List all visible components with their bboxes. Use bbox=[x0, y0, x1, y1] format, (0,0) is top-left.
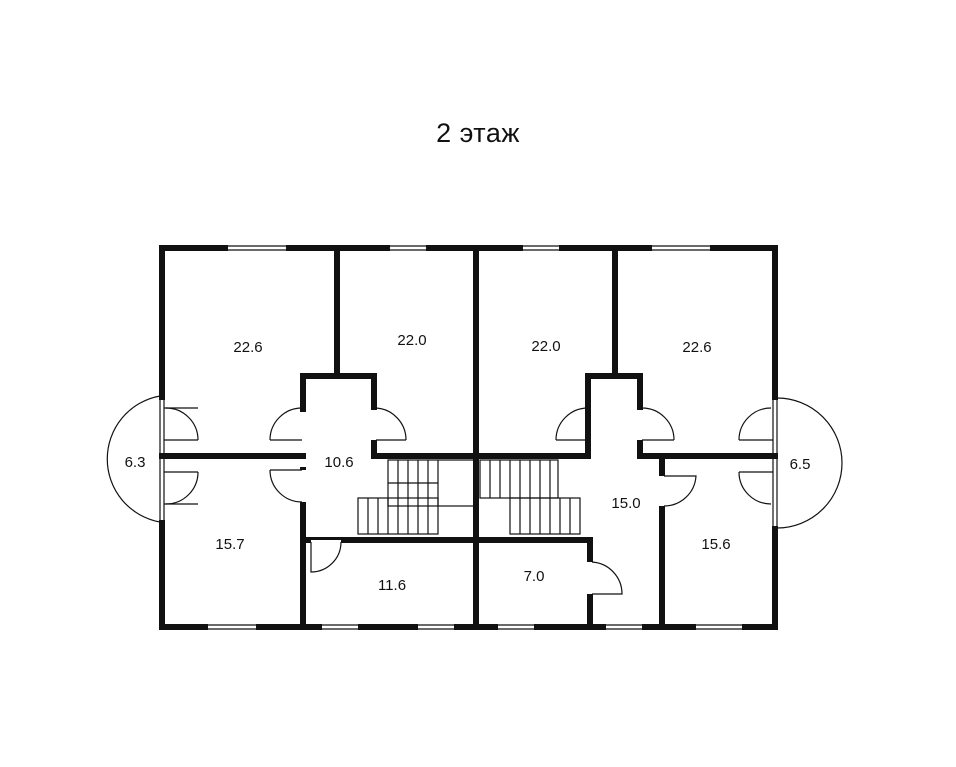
balcony-right bbox=[776, 397, 843, 529]
door-hall-room2 bbox=[370, 407, 407, 441]
door-hall-room5 bbox=[269, 469, 307, 503]
window-bottom-1 bbox=[208, 624, 256, 630]
windows bbox=[159, 245, 778, 630]
door-room8 bbox=[658, 475, 697, 507]
door-hall-room4 bbox=[636, 407, 675, 441]
room-area-label: 22.0 bbox=[531, 338, 560, 355]
balcony-opening-right bbox=[772, 400, 778, 526]
door-room7 bbox=[586, 561, 623, 595]
window-top-2 bbox=[390, 245, 426, 251]
room-area-label: 10.6 bbox=[324, 454, 353, 471]
window-top-3 bbox=[523, 245, 559, 251]
door-right-balcony-lower bbox=[738, 471, 773, 505]
room-area-label: 22.0 bbox=[397, 332, 426, 349]
balcony-opening-left bbox=[159, 400, 165, 520]
door-hall-room1 bbox=[269, 407, 307, 441]
window-top-4 bbox=[652, 245, 710, 251]
door-hall-room3 bbox=[555, 407, 589, 441]
staircase-right bbox=[479, 459, 581, 535]
room-labels: 22.6 22.0 22.0 22.6 6.3 6.5 10.6 15.7 11… bbox=[125, 332, 811, 594]
door-right-balcony-upper bbox=[738, 407, 773, 441]
window-bottom-6 bbox=[696, 624, 742, 630]
window-bottom-2 bbox=[322, 624, 358, 630]
door-room6 bbox=[310, 540, 342, 573]
window-bottom-5 bbox=[606, 624, 642, 630]
room-area-label: 22.6 bbox=[682, 339, 711, 356]
doors bbox=[164, 407, 773, 595]
room-area-label: 15.7 bbox=[215, 536, 244, 553]
room-area-label: 11.6 bbox=[378, 577, 406, 594]
staircase-left bbox=[357, 459, 475, 535]
room-area-label: 6.5 bbox=[790, 456, 811, 473]
balcony-left bbox=[106, 395, 161, 523]
window-bottom-3 bbox=[418, 624, 454, 630]
room-area-label: 6.3 bbox=[125, 454, 146, 471]
door-left-balcony-upper bbox=[164, 407, 199, 441]
window-top-1 bbox=[228, 245, 286, 251]
door-left-balcony-lower bbox=[164, 471, 199, 505]
window-bottom-4 bbox=[498, 624, 534, 630]
room-area-label: 15.6 bbox=[701, 536, 730, 553]
room-area-label: 7.0 bbox=[524, 568, 545, 585]
interior-walls bbox=[159, 245, 778, 630]
room-area-label: 22.6 bbox=[233, 339, 262, 356]
room-area-label: 15.0 bbox=[611, 495, 640, 512]
floor-title: 2 этаж bbox=[436, 118, 520, 148]
